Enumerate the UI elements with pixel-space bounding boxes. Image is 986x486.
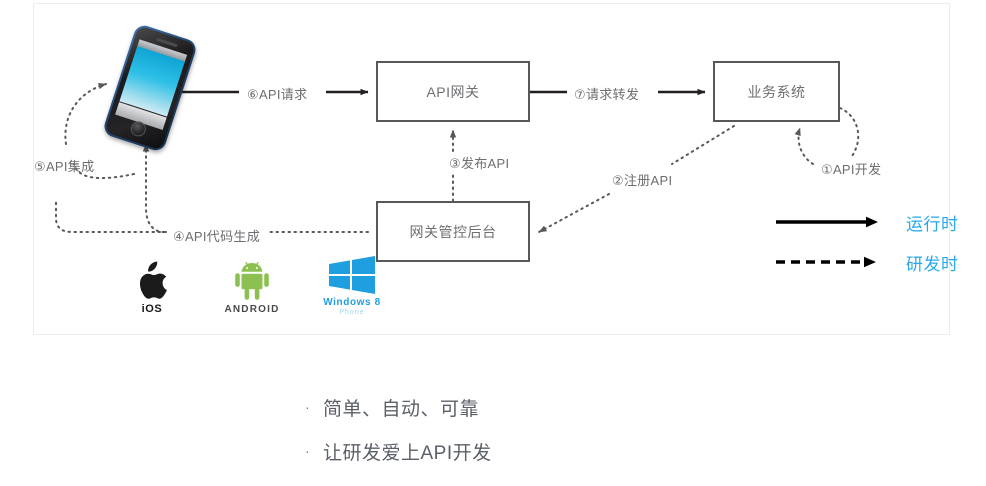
edge-label-register-api: ②注册API xyxy=(612,173,673,188)
platform-android: ANDROID xyxy=(219,261,285,316)
edge-label-api-integration: ⑤API集成 xyxy=(34,159,95,174)
edge-register-api-2 xyxy=(538,193,610,233)
node-business-system: 业务系统 xyxy=(713,61,840,122)
edge-register-api xyxy=(671,125,735,165)
node-gateway-console: 网关管控后台 xyxy=(376,201,530,262)
architecture-diagram: API网关 业务系统 网关管控后台 ①API开发 ②注册API ③发布API ④… xyxy=(34,4,958,334)
edge-label-publish-api: ③发布API xyxy=(449,156,510,171)
apple-icon xyxy=(135,260,169,302)
legend-label-runtime: 运行时 xyxy=(906,214,959,234)
platform-ios-label: iOS xyxy=(141,303,163,316)
edge-label-api-request: ⑥API请求 xyxy=(247,87,308,102)
platform-windows-name: Windows 8 xyxy=(323,297,381,308)
list-item-text: 让研发爱上API开发 xyxy=(323,442,492,464)
platform-android-label: ANDROID xyxy=(224,304,280,316)
list-item: · 简单、自动、可靠 xyxy=(305,385,725,429)
edge-api-integration-2 xyxy=(64,82,107,145)
diagram-connectors xyxy=(55,82,860,233)
legend-item-devtime: 研发时 xyxy=(776,242,959,282)
edge-api-codegen-3 xyxy=(142,143,165,233)
diagram-legend: 运行时 研发时 xyxy=(776,202,959,282)
edge-api-develop xyxy=(839,107,860,157)
edge-api-codegen-2 xyxy=(55,199,167,233)
edge-label-api-codegen: ④API代码生成 xyxy=(173,229,261,244)
platform-windows-label: Windows 8 Phone xyxy=(323,297,381,316)
list-item: · 让研发爱上API开发 xyxy=(305,429,725,473)
android-icon xyxy=(229,261,275,303)
edge-label-api-develop: ①API开发 xyxy=(821,162,882,177)
platform-ios: iOS xyxy=(119,260,185,316)
bullet-list: · 简单、自动、可靠 · 让研发爱上API开发 xyxy=(305,385,725,473)
bullet-marker-icon: · xyxy=(305,443,311,459)
edge-label-request-forward: ⑦请求转发 xyxy=(574,87,640,102)
slide-panel: API网关 业务系统 网关管控后台 ①API开发 ②注册API ③发布API ④… xyxy=(33,3,958,335)
windows-icon xyxy=(327,254,377,296)
legend-dashed-arrow-icon xyxy=(776,255,880,269)
legend-label-devtime: 研发时 xyxy=(906,254,959,274)
edge-api-integration xyxy=(73,163,135,180)
platform-windows: Windows 8 Phone xyxy=(319,254,385,316)
platform-logos: iOS xyxy=(119,254,385,316)
edge-api-develop-2 xyxy=(794,127,814,165)
bullet-marker-icon: · xyxy=(305,399,311,415)
node-api-gateway: API网关 xyxy=(376,61,530,122)
platform-windows-sub: Phone xyxy=(339,308,365,316)
legend-solid-arrow-icon xyxy=(776,215,880,229)
list-item-text: 简单、自动、可靠 xyxy=(323,398,480,420)
legend-item-runtime: 运行时 xyxy=(776,202,959,242)
